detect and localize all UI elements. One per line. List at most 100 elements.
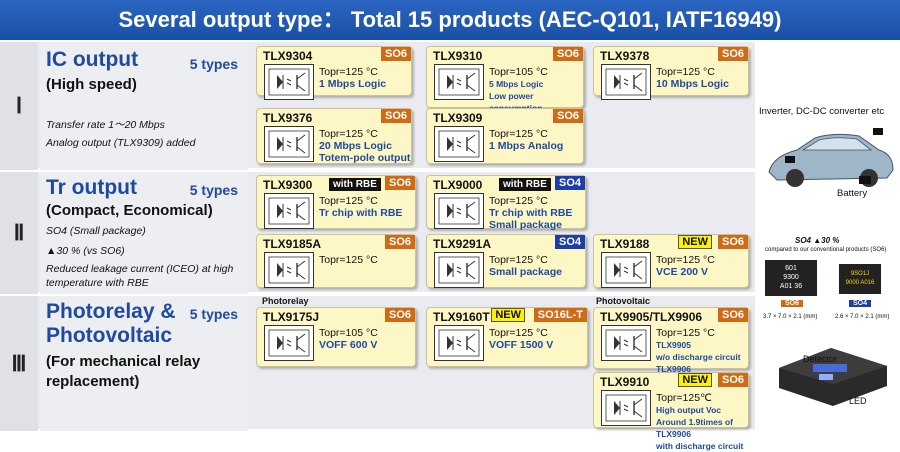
category-title: IC output [46, 48, 139, 71]
new-badge: NEW [678, 373, 712, 387]
operating-temperature: Topr=125 °C [656, 66, 715, 78]
photovoltaic-label: Photovoltaic [596, 296, 651, 306]
product-feature: Tr chip with RBE [319, 207, 403, 219]
product-feature: VCE 200 V [656, 266, 708, 278]
category-count: 5 types [189, 182, 238, 198]
category-count: 5 types [189, 56, 238, 72]
package-badge: SO6 [380, 47, 411, 61]
package-badge: SO6 [717, 308, 748, 322]
product-specs: Topr=125 °C [319, 254, 378, 266]
circuit-schematic-icon [434, 252, 484, 288]
circuit-schematic-icon [434, 64, 484, 100]
product-feature: 1 Mbps Analog [489, 140, 564, 152]
product-feature: VOFF 1500 V [489, 339, 554, 351]
operating-temperature: Topr=125 °C [656, 254, 715, 266]
roman-numeral-3: Ⅲ [0, 296, 38, 431]
circuit-schematic-icon [264, 193, 314, 229]
package-badge: SO6 [552, 109, 583, 123]
part-number: TLX9300 [263, 178, 313, 192]
circuit-schematic-icon [264, 325, 314, 361]
so4-tag: SO4 [849, 300, 871, 307]
circuit-schematic-icon [601, 390, 651, 426]
new-badge: NEW [678, 235, 712, 249]
operating-temperature: Topr=125 °C [489, 254, 548, 266]
operating-temperature: Topr=125 °C [656, 327, 715, 339]
product-feature: 5 Mbps Logic [489, 79, 544, 89]
part-number: TLX9910 [600, 375, 650, 389]
part-number: TLX9304 [263, 49, 313, 63]
circuit-schematic-icon [434, 193, 484, 229]
category-count: 5 types [189, 306, 238, 322]
so4-reduction-title: SO4 ▲30 % [795, 236, 840, 245]
package-badge: SO16L-T [533, 308, 587, 322]
category-subtitle: (High speed) [46, 76, 137, 93]
operating-temperature: Topr=125 °C [319, 128, 378, 140]
rbe-badge: with RBE [329, 178, 381, 191]
rbe-badge: with RBE [499, 178, 551, 191]
so6-dimensions: 3.7 × 7.0 × 2.1 (mm) [763, 314, 818, 320]
product-feature: 1 Mbps Logic [319, 78, 387, 90]
package-badge: SO6 [717, 235, 748, 249]
package-badge: SO6 [717, 47, 748, 61]
part-number: TLX9905/TLX9906 [600, 310, 703, 324]
category-title: Photorelay & Photovoltaic [46, 300, 176, 347]
part-number: TLX9000 [433, 178, 483, 192]
product-feature: 10 Mbps Logic [656, 78, 729, 90]
operating-temperature: Topr=105 °C [489, 66, 548, 78]
category-photorelay: Photorelay & Photovoltaic 5 types (For m… [40, 296, 248, 431]
part-number: TLX9188 [600, 237, 650, 251]
category-subtitle: (Compact, Economical) [46, 202, 213, 219]
package-badge: SO6 [552, 47, 583, 61]
product-feature: TLX9906 [656, 364, 691, 374]
so4-reduction-note: compared to our conventional products (S… [765, 247, 887, 253]
category-tr-output: Tr output 5 types (Compact, Economical) … [40, 172, 248, 294]
product-feature: with discharge circuit [656, 441, 744, 451]
category-ic-output: IC output 5 types (High speed) Transfer … [40, 42, 248, 170]
package-badge: SO6 [384, 235, 415, 249]
circuit-schematic-icon [434, 325, 484, 361]
photorelay-label: Photorelay [262, 296, 309, 306]
battery-label: Battery [837, 188, 868, 199]
operating-temperature: Topr=125℃ [656, 392, 712, 404]
circuit-schematic-icon [264, 252, 314, 288]
detector-label: Detector [803, 354, 838, 364]
part-number: TLX9175J [263, 310, 320, 324]
new-badge: NEW [491, 308, 525, 322]
operating-temperature: Topr=125 °C [489, 327, 548, 339]
category-note: SO4 (Small package) [46, 225, 146, 237]
part-number: TLX9310 [433, 49, 483, 63]
car-illustration [768, 128, 894, 187]
category-title: Tr output [46, 176, 137, 199]
category-note: ▲30 % (vs SO6) [46, 245, 125, 257]
package-badge: SO4 [554, 235, 585, 249]
part-number: TLX9185A [263, 237, 322, 251]
product-feature: Small package [489, 266, 562, 278]
page-title: Several output type： Total 15 products (… [0, 0, 900, 40]
product-feature: Low power [489, 91, 534, 101]
operating-temperature: Topr=125 °C [319, 195, 378, 207]
product-feature: 20 Mbps Logic [319, 140, 392, 152]
roman-numeral-2: Ⅱ [0, 172, 38, 294]
circuit-schematic-icon [601, 252, 651, 288]
so4-dimensions: 2.6 × 7.0 × 2.1 (mm) [835, 314, 890, 320]
